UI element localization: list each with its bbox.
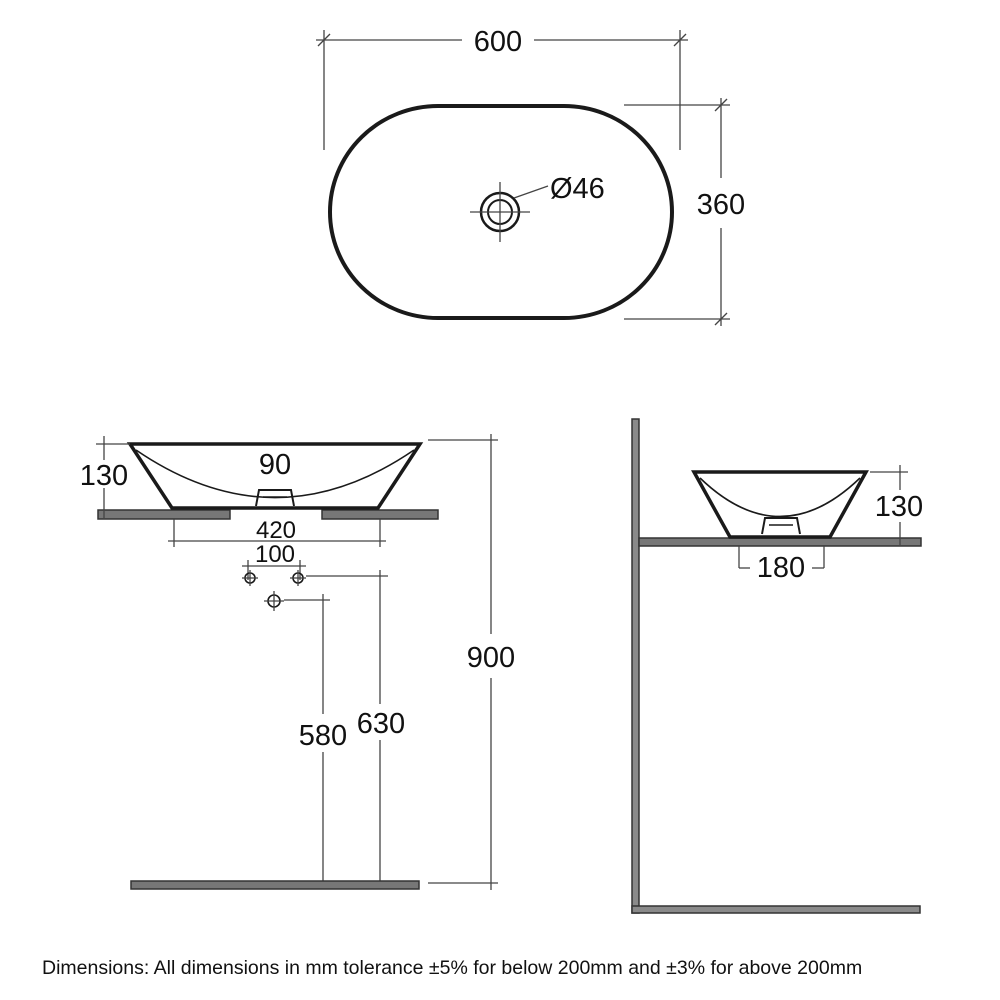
- waste-outlet-side: [761, 517, 801, 535]
- tap-height-dimension: 630: [306, 570, 405, 882]
- support-span-dimension: 420: [168, 517, 386, 547]
- countertop-side: [638, 537, 922, 547]
- basin-side-profile: [691, 470, 869, 539]
- tap-height-label: 630: [357, 708, 405, 740]
- waste-height-dimension: 580: [284, 594, 347, 882]
- floor-side: [631, 905, 921, 914]
- depth-label: 360: [697, 189, 745, 221]
- side-base-width-label: 180: [757, 552, 805, 584]
- waste-width-label: 90: [259, 449, 291, 481]
- dimensions-note: Dimensions: All dimensions in mm toleran…: [42, 957, 863, 979]
- tap-spacing-dimension: 100: [242, 541, 306, 580]
- floor-front: [130, 880, 420, 890]
- counter-height-label: 900: [467, 642, 515, 674]
- basin-front-profile: [126, 442, 424, 510]
- side-bowl-height-label: 130: [875, 491, 923, 523]
- front-bowl-height-label: 130: [80, 460, 128, 492]
- width-dimension: 600: [316, 26, 688, 150]
- tap-hole-right: [290, 570, 306, 586]
- waste-outlet: Ø46: [470, 173, 605, 242]
- tap-spacing-label: 100: [255, 541, 295, 568]
- countertop-right: [321, 509, 439, 520]
- side-base-width-dimension: 180: [738, 546, 825, 584]
- basin-top-outline: [328, 104, 674, 320]
- counter-height-dimension: 900: [428, 434, 515, 890]
- waste-height-label: 580: [299, 720, 347, 752]
- waste-hole: [264, 591, 284, 611]
- width-label: 600: [474, 26, 522, 58]
- front-bowl-height-dimension: 130: [80, 436, 130, 518]
- side-view: 130 180: [631, 418, 923, 914]
- tap-hole-left: [242, 570, 258, 586]
- side-bowl-height-dimension: 130: [870, 465, 923, 546]
- wall: [631, 418, 640, 914]
- countertop-left: [97, 509, 231, 520]
- waste-diameter-label: Ø46: [550, 173, 605, 205]
- basin-side-inner-curve: [699, 477, 861, 518]
- front-view: 130 90 420 100: [80, 434, 515, 890]
- depth-dimension: 360: [624, 98, 745, 326]
- plan-view: 600 360 Ø46: [316, 26, 745, 326]
- support-span-label: 420: [256, 517, 296, 544]
- waste-outlet-front: [255, 489, 295, 507]
